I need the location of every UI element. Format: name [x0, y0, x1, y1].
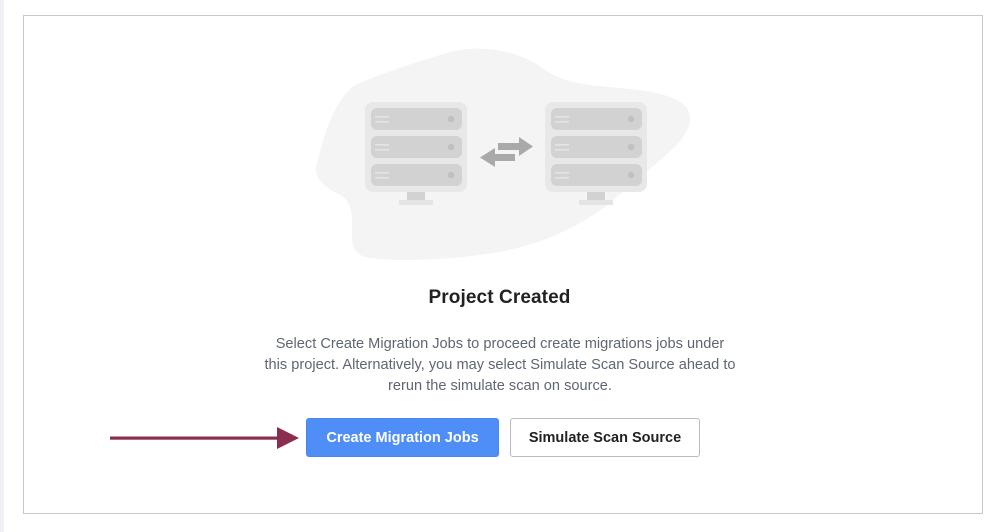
left-edge-strip	[0, 0, 4, 532]
simulate-scan-source-button[interactable]: Simulate Scan Source	[510, 418, 700, 457]
create-migration-jobs-label: Create Migration Jobs	[326, 429, 479, 446]
pointer-arrow-icon	[110, 427, 299, 449]
description-text: Select Create Migration Jobs to proceed …	[264, 336, 736, 394]
create-migration-jobs-button[interactable]: Create Migration Jobs	[306, 418, 499, 457]
simulate-scan-source-label: Simulate Scan Source	[528, 429, 682, 446]
page-title: Project Created	[428, 287, 571, 308]
